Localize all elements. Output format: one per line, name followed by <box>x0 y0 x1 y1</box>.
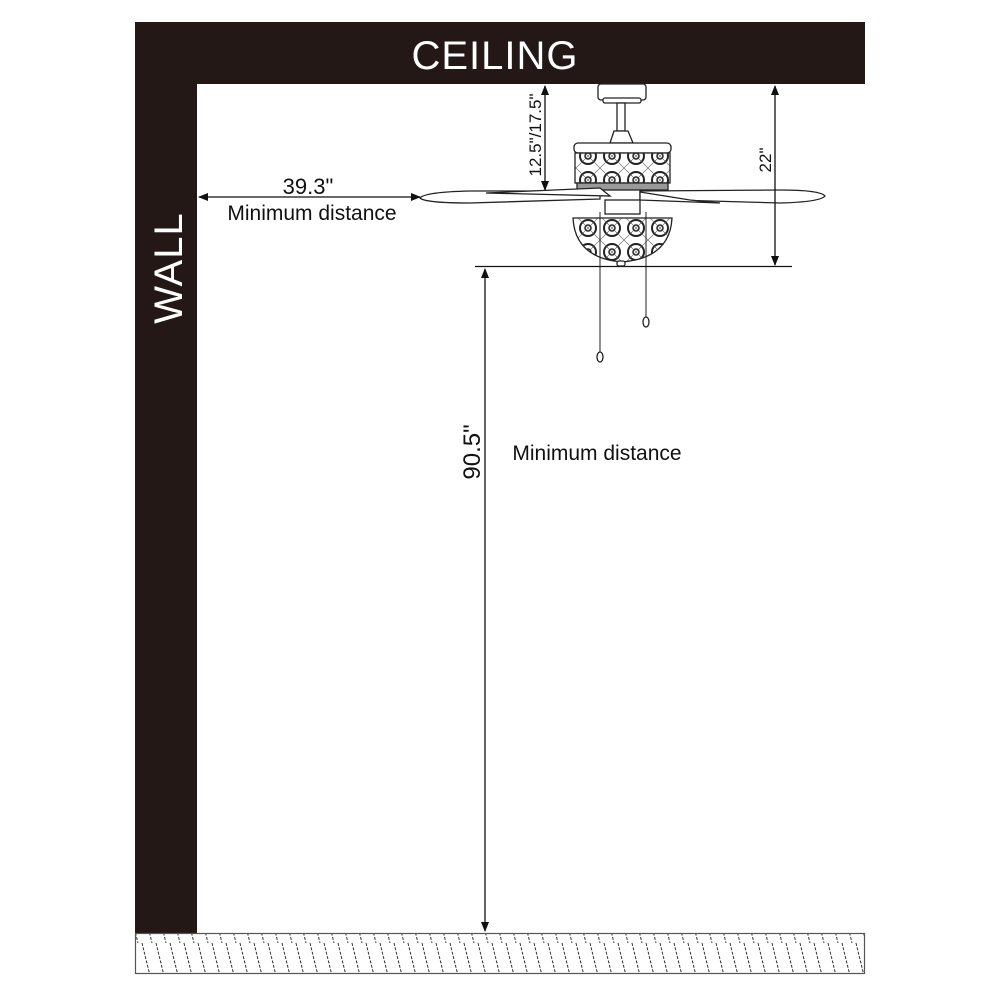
floor-distance-value: 90.5" <box>459 424 486 479</box>
ceiling-bar <box>135 22 865 84</box>
wall-distance-note: Minimum distance <box>227 202 396 225</box>
wall-distance-value: 39.3" <box>283 174 334 199</box>
ceiling-label: CEILING <box>411 34 578 78</box>
wall-bar <box>135 22 197 933</box>
downrod-length-value: 12.5"/17.5" <box>526 94 545 177</box>
floor <box>134 932 866 975</box>
floor-distance-note: Minimum distance <box>512 442 681 465</box>
wall-label: WALL <box>147 212 191 323</box>
fan-height-value: 22" <box>756 148 775 173</box>
ceiling-fan-illustration <box>419 83 826 363</box>
